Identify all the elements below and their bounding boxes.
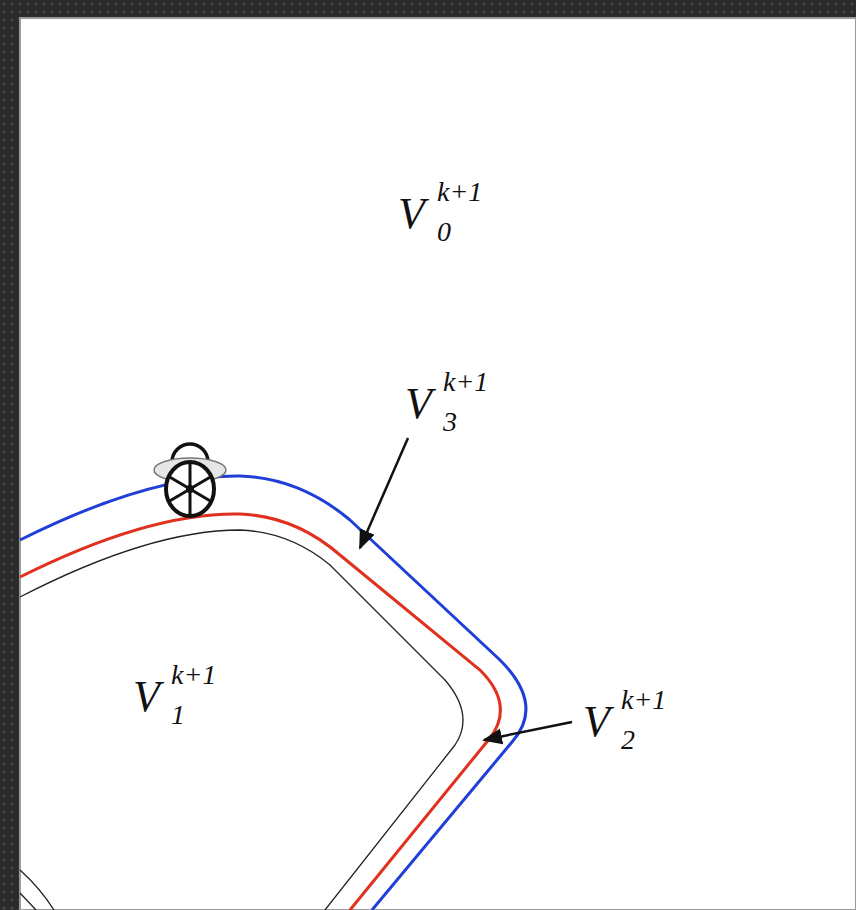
superscript: k+1: [171, 661, 216, 689]
blue-curve: [20, 476, 526, 910]
inner-curve: [20, 893, 36, 910]
inner-curve: [20, 870, 54, 910]
set-symbol: V: [405, 382, 432, 426]
subscript: 3: [443, 408, 457, 436]
leader-arrow: [484, 722, 572, 740]
superscript: k+1: [621, 686, 666, 714]
superscript: k+1: [437, 178, 482, 206]
red-curve: [20, 514, 500, 910]
superscript: k+1: [443, 368, 488, 396]
subscript: 1: [171, 701, 185, 729]
white-panel: [20, 18, 856, 910]
leader-arrow: [360, 438, 408, 548]
set-symbol: V: [133, 675, 160, 719]
set-symbol: V: [398, 192, 425, 236]
set-symbol: V: [583, 700, 610, 744]
robot-icon: [154, 444, 226, 516]
subscript: 0: [437, 218, 451, 246]
subscript: 2: [621, 726, 635, 754]
level-curves: [20, 476, 526, 910]
